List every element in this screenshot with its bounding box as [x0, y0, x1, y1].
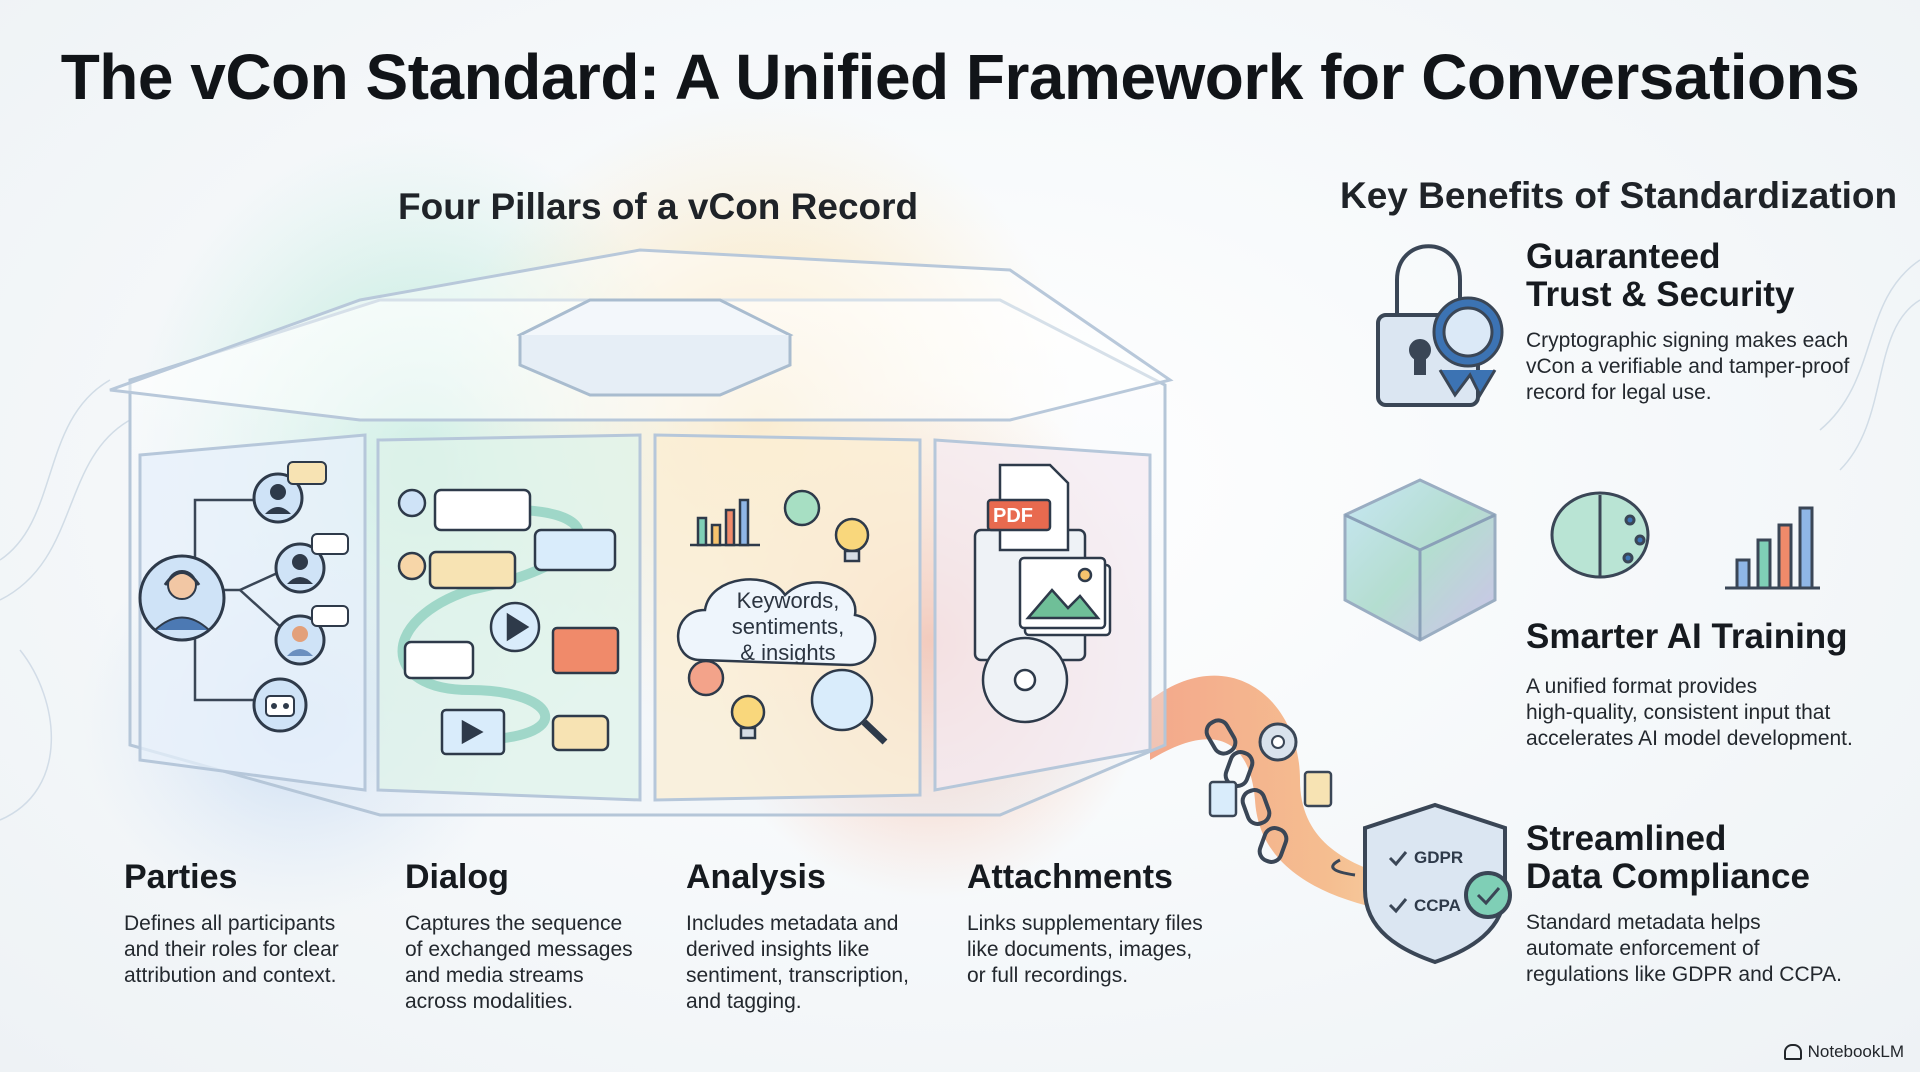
background-swirls: [0, 259, 1920, 821]
benefit-title: Smarter AI Training: [1526, 617, 1848, 656]
analysis-icons: [676, 489, 888, 745]
pillars-heading: Four Pillars of a vCon Record: [398, 186, 919, 227]
document-icon: [1208, 780, 1238, 818]
chat-bubble-icon: [551, 714, 610, 752]
document-icon: [1303, 770, 1333, 808]
pillar-title: Analysis: [686, 858, 826, 896]
cloud-line-3: & insights: [740, 640, 836, 665]
happy-face-icon: [783, 489, 821, 527]
insights-cloud-text: Keywords, sentiments, & insights: [728, 588, 848, 666]
data-ribbon: [1150, 675, 1470, 920]
lightbulb-icon: [834, 517, 870, 563]
attachments-icons: [973, 463, 1112, 724]
lightbulb-icon: [730, 694, 766, 740]
pillar-title: Parties: [124, 858, 238, 896]
audio-wave-icon: [533, 528, 617, 572]
chat-bubble-icon: [403, 640, 475, 680]
agent-avatar-icon: [138, 554, 226, 642]
user-avatar-icon-3: [274, 605, 349, 666]
chat-bubble-icon: [428, 550, 517, 590]
watermark-text: NotebookLM: [1807, 1042, 1904, 1061]
growth-chart-icon: [1725, 506, 1820, 590]
check-badge-icon: [1464, 871, 1512, 919]
cloud-line-1: Keywords,: [736, 588, 840, 613]
gear-icon: [1258, 722, 1298, 762]
user-avatar-icon-1: [252, 461, 327, 524]
compliance-shield-icon: [1363, 802, 1512, 965]
sad-face-icon: [687, 659, 725, 697]
shield-gdpr-label: GDPR: [1414, 848, 1464, 867]
audio-clip-icon: [551, 626, 620, 675]
insights-cloud: [676, 578, 877, 667]
benefits-heading: Key Benefits of Standardization: [1340, 175, 1898, 216]
notebooklm-watermark: NotebookLM: [1783, 1042, 1904, 1062]
dialog-flow-path: [397, 504, 584, 745]
user-avatar-icon-2: [274, 533, 349, 594]
chat-bubble-icon: [433, 488, 532, 532]
pillar-title: Dialog: [405, 858, 509, 896]
dialog-icons: [397, 488, 620, 756]
glass-cube-icon: [1343, 478, 1497, 642]
shield-ccpa-label: CCPA: [1414, 896, 1461, 915]
brain-icon: [1550, 491, 1650, 579]
pillar-title: Attachments: [967, 858, 1173, 896]
bot-avatar-icon: [252, 677, 308, 733]
cloud-line-2: sentiments,: [731, 614, 845, 639]
magnifier-tag-icon: [810, 668, 888, 745]
bar-chart-icon: [690, 498, 760, 547]
chain-link-icon: [1204, 718, 1289, 864]
notebooklm-logo-icon: [1783, 1044, 1802, 1060]
arrow-icon: [1331, 858, 1356, 877]
seal-badge-icon: [1432, 296, 1504, 399]
benefit-ai-training: Smarter AI Training A unified format pro…: [1526, 618, 1876, 752]
pdf-label: PDF: [993, 505, 1033, 527]
page-title: The vCon Standard: A Unified Framework f…: [60, 41, 1860, 113]
